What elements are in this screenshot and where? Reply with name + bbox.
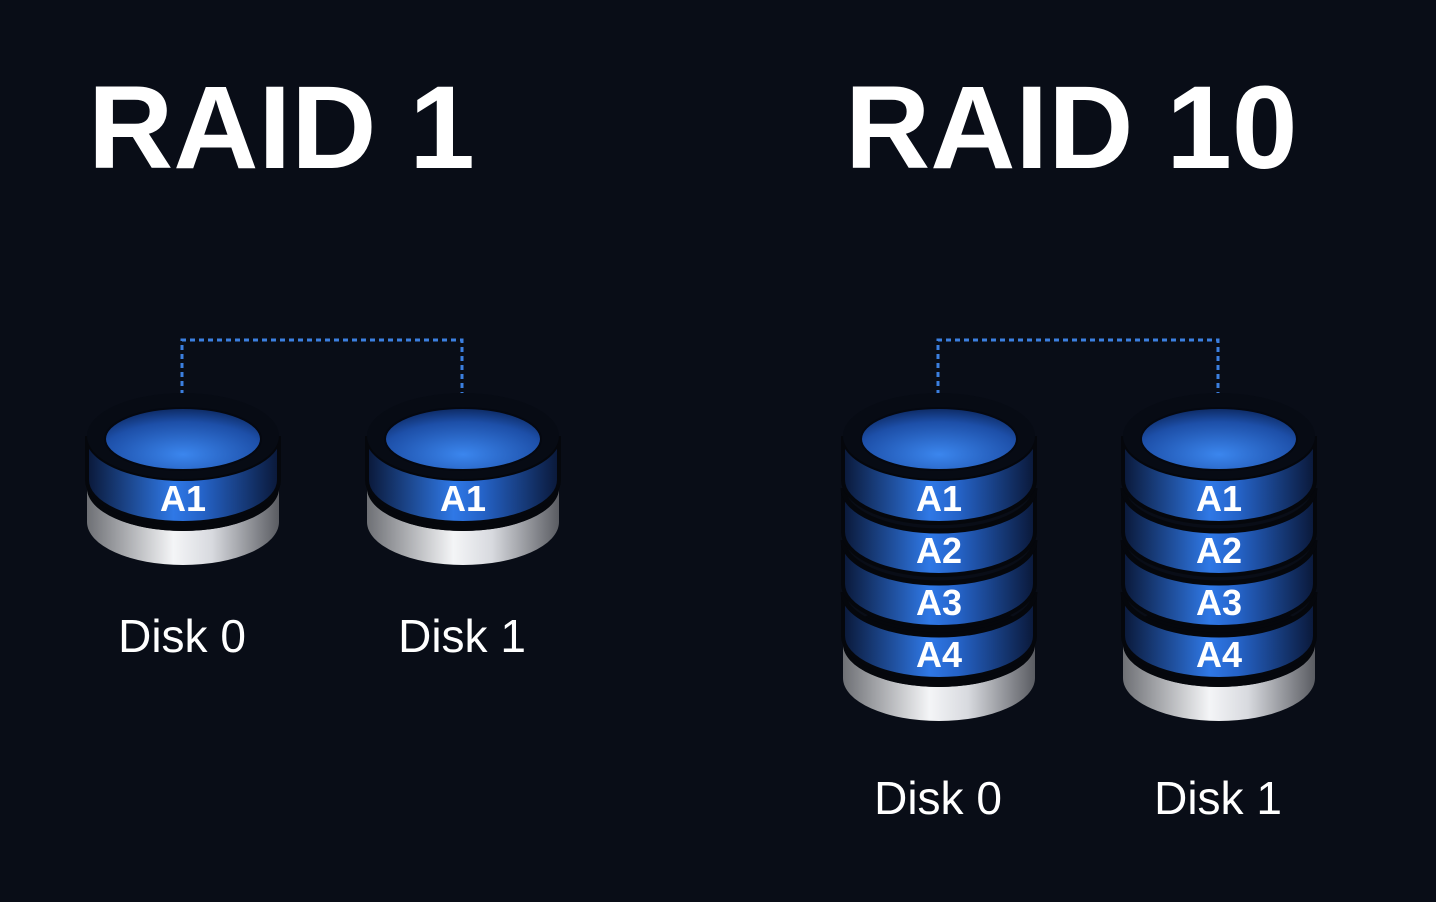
block-label: A1 (440, 478, 486, 519)
block-label: A1 (1196, 478, 1242, 519)
block-label: A1 (916, 478, 962, 519)
block-label: A3 (1196, 582, 1242, 623)
disk-block: A4 (840, 591, 1038, 681)
block-label: A4 (1196, 634, 1242, 675)
disk-block: A4 (1120, 591, 1318, 681)
raid-10-title: RAID 10 (845, 62, 1297, 194)
block-label: A2 (1196, 530, 1242, 571)
raid-10-disk-1-label: Disk 1 (1154, 772, 1282, 824)
raid-1-disk-1-label: Disk 1 (398, 610, 526, 662)
raid-1-disk-0: A1 (85, 393, 281, 565)
raid-10-disk-0: A4 A3 A2 A1 (840, 393, 1038, 721)
disk-block: A2 (1120, 487, 1318, 577)
disk-top-cap (843, 393, 1035, 479)
disk-top-cap (1123, 393, 1315, 479)
disk-top-cap (367, 393, 559, 479)
block-label: A3 (916, 582, 962, 623)
raid-1-mirror-link (180, 338, 464, 395)
raid-1-title: RAID 1 (88, 62, 475, 194)
raid-10-section: RAID 10 A4 A3 A2 A1 A4 A3 A2 A1 Disk 0 Disk 1 (840, 62, 1318, 824)
raid-10-mirror-link (936, 338, 1220, 395)
disk-top-cap (87, 393, 279, 479)
disk-block: A3 (1120, 539, 1318, 629)
block-label: A4 (916, 634, 962, 675)
disk-block: A1 (1121, 435, 1317, 525)
raid-10-disk-1: A4 A3 A2 A1 (1120, 393, 1318, 721)
disk-block: A3 (840, 539, 1038, 629)
raid-1-disk-0-label: Disk 0 (118, 610, 246, 662)
raid-1-section: RAID 1 A1 A1 Disk 0 Disk 1 (85, 62, 561, 662)
block-label: A1 (160, 478, 206, 519)
disk-block: A2 (840, 487, 1038, 577)
raid-1-disk-1: A1 (365, 393, 561, 565)
block-label: A2 (916, 530, 962, 571)
raid-10-disk-0-label: Disk 0 (874, 772, 1002, 824)
